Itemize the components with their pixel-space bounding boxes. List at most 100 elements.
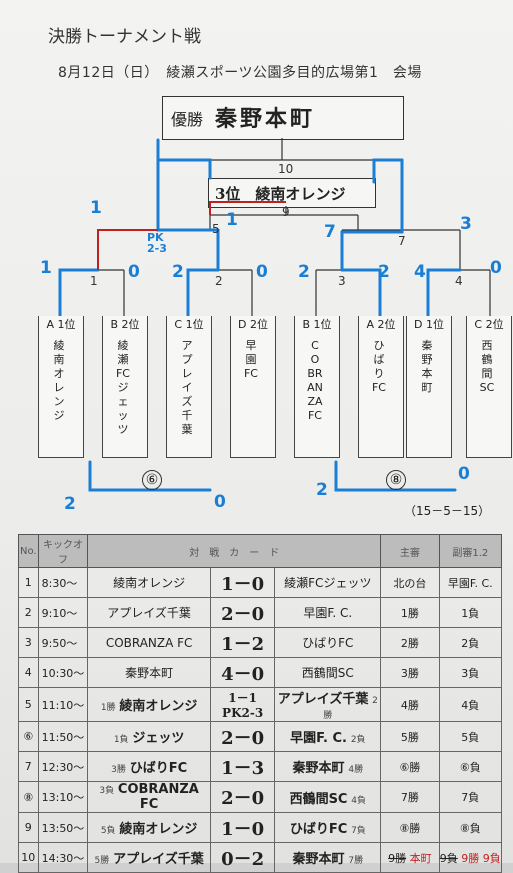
row-no: ⑧: [18, 781, 39, 813]
team-rank: B 1位: [295, 316, 339, 332]
row-team2: ひばりFC: [274, 627, 382, 658]
row-kickoff: 14:30～: [37, 842, 89, 873]
row-score: 1－0: [209, 567, 276, 598]
team-rank: D 1位: [407, 316, 451, 332]
row-team1: COBRANZA FC: [117, 782, 199, 812]
row-team1: ジェッツ: [132, 731, 185, 746]
team-card: C 1位 アプレイズ千葉: [166, 316, 212, 458]
team-card: A 2位 ひばりFC: [358, 316, 404, 458]
table-row: 5 11:10～ 1勝 綾南オレンジ 1－1 PK2-3 アプレイズ千葉 2勝 …: [18, 687, 503, 722]
row-pre: 3勝: [111, 765, 126, 775]
row-referee: 北の台: [380, 567, 440, 598]
row-post: 4負: [351, 795, 367, 806]
team-name: 西鶴間SC: [479, 339, 495, 394]
row-referee: 4勝: [380, 687, 440, 722]
row-kickoff: 11:50～: [37, 721, 89, 752]
third-place-text: 3位 綾南オレンジ: [215, 185, 346, 203]
event-info: 8月12日（日） 綾瀬スポーツ公園多目的広場第1 会場: [58, 65, 422, 81]
score-mark: 7: [324, 222, 336, 242]
row-pre: 5負: [100, 826, 116, 836]
score-mark: 2: [64, 494, 76, 514]
match-1-number: 1: [90, 274, 98, 288]
bracket-lines: [58, 138, 491, 492]
team-name: アプレイズ千葉: [181, 339, 193, 436]
row-score: 2－0: [209, 597, 276, 628]
team-rank: D 2位: [231, 316, 275, 332]
header-no: No.: [18, 534, 39, 568]
row-referee: 9勝: [388, 851, 407, 865]
row-team2-cell: 秦野本町 7勝: [274, 842, 382, 873]
score-mark: 3: [460, 214, 472, 234]
row-team2: 秦野本町: [292, 761, 345, 776]
pool-6-marker: ⑥: [142, 470, 162, 490]
table-row: 2 9:10～ アプレイズ千葉 2－0 早園F. C. 1勝 1負: [18, 597, 503, 628]
page-title: 決勝トーナメント戦: [48, 27, 201, 47]
row-kickoff: 11:10～: [37, 687, 89, 722]
row-kickoff: 10:30～: [37, 657, 89, 688]
team-rank: C 1位: [167, 316, 211, 332]
score-mark: 2: [316, 480, 328, 500]
match-schedule-table: No. キックオフ 対 戦 カ ー ド 主審 副審1.2 1 8:30～ 綾南オ…: [18, 534, 503, 873]
row-no: 2: [18, 597, 39, 628]
row-team2: ひばりFC: [289, 822, 348, 837]
team-name: 早園FC: [243, 339, 258, 380]
row-assistant: 5負: [438, 721, 503, 752]
row-team2: 西鶴間SC: [274, 657, 382, 688]
row-referee: 2勝: [380, 627, 440, 658]
team-card: A 1位 綾南オレンジ: [38, 316, 84, 458]
score-mark: 1: [90, 198, 102, 218]
row-team1-cell: 3勝 ひばりFC: [87, 751, 211, 782]
team-card: B 1位 COBRANZA FC: [294, 316, 340, 458]
row-score: 0－2: [209, 842, 276, 873]
row-team1-cell: 5勝 アプレイズ千葉: [87, 842, 211, 873]
match-3-number: 3: [338, 274, 346, 288]
row-score: 1－0: [209, 812, 276, 843]
champion-box: 優勝 秦野本町: [162, 96, 404, 140]
row-assistant: 4負: [438, 687, 503, 722]
table-row: 7 12:30～ 3勝 ひばりFC 1－3 秦野本町 4勝 ⑥勝 ⑥負: [18, 751, 503, 782]
row-referee-cell: 9勝 本町: [380, 842, 440, 873]
score-format-note: （15－5－15）: [404, 504, 491, 518]
header-referee: 主審: [380, 534, 440, 568]
row-score: 1－3: [209, 751, 276, 782]
score-mark: 4: [414, 262, 426, 282]
header-kickoff: キックオフ: [37, 534, 89, 568]
champion-label: 優勝: [171, 110, 204, 129]
team-card: B 2位 綾瀬FCジェッツ: [102, 316, 148, 458]
row-team2: 西鶴間SC: [289, 791, 348, 807]
row-assistant: ⑥負: [438, 751, 503, 782]
match-5-number: 5: [212, 222, 220, 236]
row-no: 1: [18, 567, 39, 598]
score-mark: 0: [256, 262, 268, 282]
row-referee: 1勝: [380, 597, 440, 628]
team-rank: A 1位: [39, 316, 83, 332]
team-card: D 2位 早園FC: [230, 316, 276, 458]
team-name: 綾南オレンジ: [53, 339, 65, 422]
team-rank: A 2位: [359, 316, 403, 332]
row-post: 4勝: [348, 765, 364, 775]
table-row: ⑧ 13:10～ 3負 COBRANZA FC 2－0 西鶴間SC 4負 7勝 …: [18, 781, 503, 813]
match-4-number: 4: [455, 274, 463, 288]
row-score: 1－2: [209, 627, 276, 658]
row-referee: 5勝: [380, 721, 440, 752]
row-assistant: 9負: [439, 851, 458, 865]
row-team1-cell: 5負 綾南オレンジ: [87, 812, 211, 843]
match-2-number: 2: [215, 274, 223, 288]
table-row: 10 14:30～ 5勝 アプレイズ千葉 0－2 秦野本町 7勝 9勝 本町 9…: [18, 842, 503, 873]
row-team1: 綾南オレンジ: [119, 822, 198, 837]
team-name: COBRANZA FC: [307, 339, 323, 422]
row-team1-cell: 1負 ジェッツ: [87, 721, 211, 752]
row-team1: 綾南オレンジ: [119, 699, 198, 714]
row-kickoff: 13:50～: [37, 812, 89, 843]
score-mark: 0: [490, 258, 502, 278]
row-no: 9: [18, 812, 39, 843]
team-rank: C 2位: [467, 316, 511, 332]
row-team2-cell: ひばりFC 7負: [274, 812, 382, 843]
row-kickoff: 9:50～: [37, 627, 89, 658]
row-no: 5: [18, 687, 39, 722]
row-pre: 5勝: [94, 856, 110, 866]
row-team2: 早園F. C.: [290, 731, 347, 746]
header-match-card: 対 戦 カ ー ド: [87, 534, 382, 568]
table-row: 9 13:50～ 5負 綾南オレンジ 1－0 ひばりFC 7負 ⑧勝 ⑧負: [18, 812, 503, 843]
row-pre: 3負: [99, 786, 115, 796]
